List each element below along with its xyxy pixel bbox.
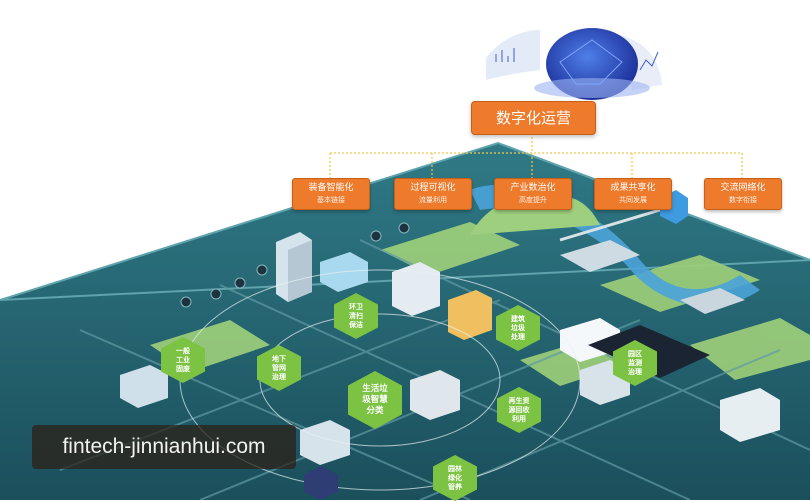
category-subtitle: 共同发展 <box>619 196 647 204</box>
digital-dome-graphic <box>486 28 662 100</box>
buildings <box>120 232 780 465</box>
category-subtitle: 数字衔接 <box>729 196 757 204</box>
connector-lines <box>329 133 743 178</box>
category-title: 成果共享化 <box>610 183 656 193</box>
category-title: 装备智能化 <box>308 183 354 193</box>
category-industry-digitalization: 产业数治化 高度提升 <box>494 178 572 210</box>
category-equipment-intelligence: 装备智能化 基本链接 <box>292 178 370 210</box>
category-title: 产业数治化 <box>510 183 556 193</box>
category-network-exchange: 交流网络化 数字衔接 <box>704 178 782 210</box>
watermark: fintech-jinnianhui.com <box>32 425 296 469</box>
category-subtitle: 高度提升 <box>519 196 547 204</box>
edge-icons <box>180 222 410 308</box>
category-subtitle: 基本链接 <box>317 196 345 204</box>
category-process-visualization: 过程可视化 流量利用 <box>394 178 472 210</box>
category-result-sharing: 成果共享化 共同发展 <box>594 178 672 210</box>
bridge <box>559 208 661 242</box>
top-node-digital-operation: 数字化运营 <box>471 101 596 135</box>
category-title: 交流网络化 <box>720 183 766 193</box>
category-subtitle: 流量利用 <box>419 196 447 204</box>
category-title: 过程可视化 <box>410 183 456 193</box>
